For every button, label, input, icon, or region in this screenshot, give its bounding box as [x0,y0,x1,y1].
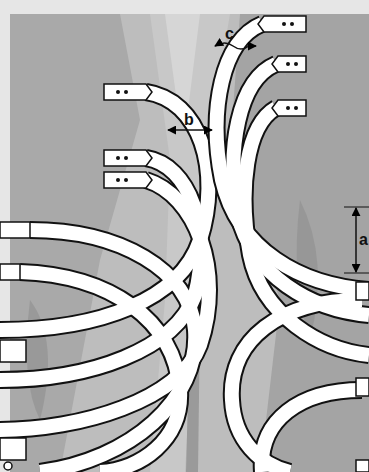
dimension-label: a [359,232,368,248]
dimension-label: b [184,112,194,128]
dimension-label: c [225,26,234,42]
